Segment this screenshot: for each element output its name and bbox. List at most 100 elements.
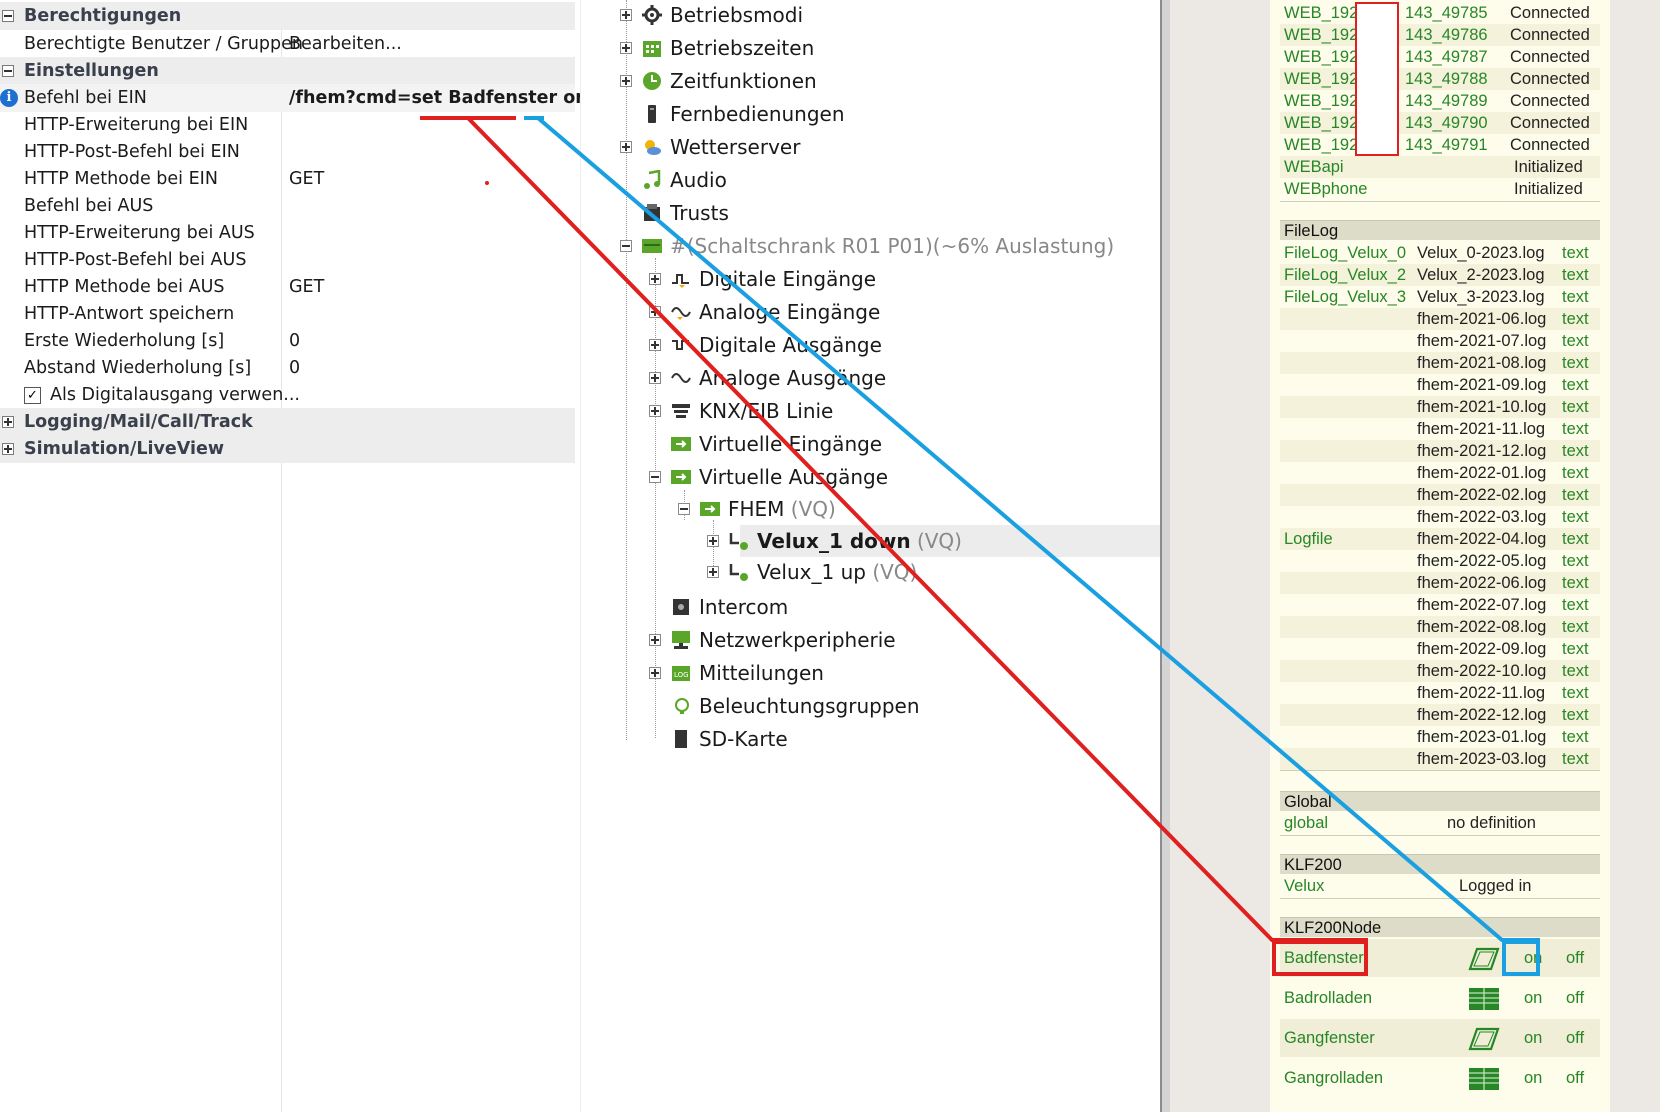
filelog-link[interactable]: FileLog_Velux_3	[1284, 288, 1407, 306]
property-digital-out[interactable]: ✓ Als Digitalausgang verwen...	[0, 381, 575, 409]
text-link[interactable]: text	[1562, 728, 1589, 746]
text-link[interactable]: text	[1562, 706, 1589, 724]
filelog-link[interactable]: FileLog_Velux_2	[1284, 266, 1407, 284]
text-link[interactable]: text	[1562, 420, 1589, 438]
device-link[interactable]: WEB_192.	[1284, 48, 1363, 66]
tree-item-fernbedienungen[interactable]: Fernbedienungen	[642, 99, 845, 129]
expand-icon[interactable]	[649, 339, 661, 351]
filelog-link[interactable]: FileLog_Velux_0	[1284, 244, 1407, 262]
shutter-icon[interactable]	[1468, 987, 1500, 1011]
tree-item-audio[interactable]: Audio	[642, 165, 727, 195]
text-link[interactable]: text	[1562, 750, 1589, 768]
tree-item-virtuelle-ausgaenge[interactable]: Virtuelle Ausgänge	[671, 462, 888, 492]
expand-icon[interactable]	[707, 535, 719, 547]
http-method-off-value[interactable]: GET	[289, 277, 325, 297]
tree-item-zeitfunktionen[interactable]: Zeitfunktionen	[642, 66, 817, 96]
expand-icon[interactable]	[620, 9, 632, 21]
collapse-icon[interactable]	[678, 503, 690, 515]
text-link[interactable]: text	[1562, 684, 1589, 702]
text-link[interactable]: text	[1562, 530, 1589, 548]
device-link[interactable]: WEBphone	[1284, 180, 1368, 198]
property-users-groups[interactable]: Berechtigte Benutzer / Gruppen Bearbeite…	[0, 30, 575, 58]
tree-item-velux-up[interactable]: Velux_1 up (VQ)	[729, 557, 917, 587]
tree-item-betriebsmodi[interactable]: Betriebsmodi	[642, 0, 803, 30]
device-name-link[interactable]: Badrolladen	[1284, 989, 1373, 1007]
text-link[interactable]: text	[1562, 640, 1589, 658]
expand-icon[interactable]	[649, 405, 661, 417]
tree-item-virtuelle-eingaenge[interactable]: Virtuelle Eingänge	[671, 429, 882, 459]
text-link[interactable]: text	[1562, 288, 1589, 306]
device-link[interactable]: WEB_192.	[1284, 136, 1363, 154]
device-port[interactable]: 143_49785	[1405, 4, 1488, 22]
device-link[interactable]: WEB_192.	[1284, 70, 1363, 88]
tree-item-knx[interactable]: KNX/EIB Linie	[671, 396, 833, 426]
text-link[interactable]: text	[1562, 354, 1589, 372]
on-command-link[interactable]: on	[1524, 1069, 1543, 1087]
shutter-icon[interactable]	[1468, 1067, 1500, 1091]
http-method-on-value[interactable]: GET	[289, 169, 325, 189]
device-link[interactable]: WEB_192.	[1284, 4, 1363, 22]
off-command-link[interactable]: off	[1566, 989, 1585, 1007]
property-http-ext-on[interactable]: HTTP-Erweiterung bei EIN	[0, 111, 575, 139]
device-link[interactable]: WEB_192.	[1284, 26, 1363, 44]
tree-item-fhem[interactable]: FHEM (VQ)	[700, 494, 836, 524]
text-link[interactable]: text	[1562, 398, 1589, 416]
text-link[interactable]: text	[1562, 618, 1589, 636]
category-logging[interactable]: Logging/Mail/Call/Track	[0, 408, 575, 436]
text-link[interactable]: text	[1562, 244, 1589, 262]
tree-item-intercom[interactable]: Intercom	[671, 592, 788, 622]
text-link[interactable]: text	[1562, 596, 1589, 614]
tree-item-wetterserver[interactable]: Wetterserver	[642, 132, 800, 162]
digital-out-checkbox[interactable]: ✓	[24, 387, 41, 404]
expand-icon[interactable]	[707, 566, 719, 578]
text-link[interactable]: text	[1562, 442, 1589, 460]
expand-icon[interactable]	[620, 75, 632, 87]
category-berechtigungen[interactable]: Berechtigungen	[0, 2, 575, 30]
device-link[interactable]: WEB_192.	[1284, 92, 1363, 110]
text-link[interactable]: text	[1562, 508, 1589, 526]
collapse-icon[interactable]	[2, 10, 14, 22]
collapse-icon[interactable]	[649, 471, 661, 483]
property-http-post-on[interactable]: HTTP-Post-Befehl bei EIN	[0, 138, 575, 166]
property-cmd-off[interactable]: Befehl bei AUS	[0, 192, 575, 220]
window-icon[interactable]	[1468, 1027, 1500, 1051]
text-link[interactable]: text	[1562, 662, 1589, 680]
device-link[interactable]: WEBapi	[1284, 158, 1344, 176]
text-link[interactable]: text	[1562, 464, 1589, 482]
text-link[interactable]: text	[1562, 332, 1589, 350]
expand-icon[interactable]	[649, 372, 661, 384]
on-command-link[interactable]: on	[1524, 1029, 1543, 1047]
off-command-link[interactable]: off	[1566, 949, 1585, 967]
device-port[interactable]: 143_49788	[1405, 70, 1488, 88]
text-link[interactable]: text	[1562, 310, 1589, 328]
text-link[interactable]: text	[1562, 376, 1589, 394]
tree-item-analoge-ausgaenge[interactable]: Analoge Ausgänge	[671, 363, 886, 393]
